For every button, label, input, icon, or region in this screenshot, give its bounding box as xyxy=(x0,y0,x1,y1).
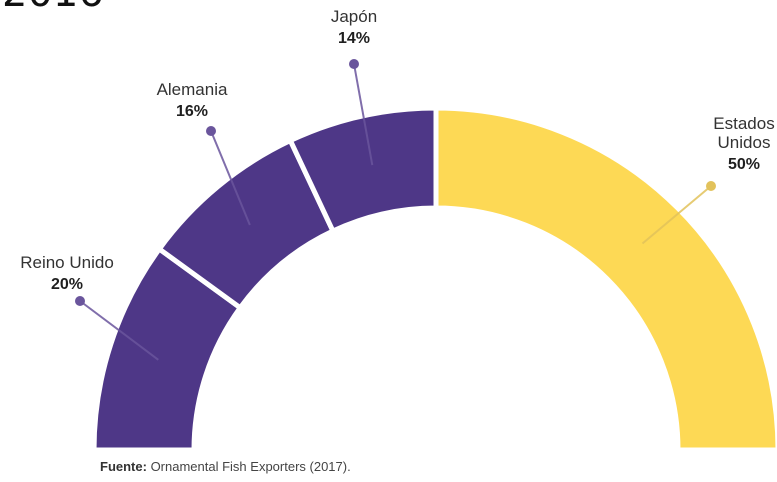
leader-dot-alemania xyxy=(206,126,216,136)
label-value-reino-unido: 20% xyxy=(51,276,83,293)
leader-line-japón xyxy=(353,63,374,166)
label-name-estados-unidos: Estados xyxy=(713,114,774,133)
leader-line-estados-unidos xyxy=(641,185,712,245)
donut-slices xyxy=(91,105,777,453)
leader-lines xyxy=(75,59,716,361)
slice-estados-unidos xyxy=(433,105,777,453)
leader-dot-japón xyxy=(349,59,359,69)
leader-line-reino-unido xyxy=(79,300,159,361)
leader-dot-reino-unido xyxy=(75,296,85,306)
source-label: Fuente: xyxy=(100,459,147,474)
label-name-reino-unido: Reino Unido xyxy=(20,253,114,272)
label-name-alemania: Alemania xyxy=(157,80,228,99)
leader-line-alemania xyxy=(210,130,251,226)
label-value-alemania: 16% xyxy=(176,103,208,120)
source-note: Fuente: Ornamental Fish Exporters (2017)… xyxy=(100,459,351,474)
leader-dot-estados-unidos xyxy=(706,181,716,191)
label-value-japón: 14% xyxy=(338,30,370,47)
label-name-estados-unidos: Unidos xyxy=(718,133,771,152)
chart-title: 2016 xyxy=(2,0,104,13)
label-name-japón: Japón xyxy=(331,7,377,26)
source-text: Ornamental Fish Exporters (2017). xyxy=(146,459,351,474)
data-labels: Reino Unido 20% Alemania 16% Japón 14% Estados… xyxy=(20,7,775,293)
label-value-estados-unidos: 50% xyxy=(728,156,760,173)
